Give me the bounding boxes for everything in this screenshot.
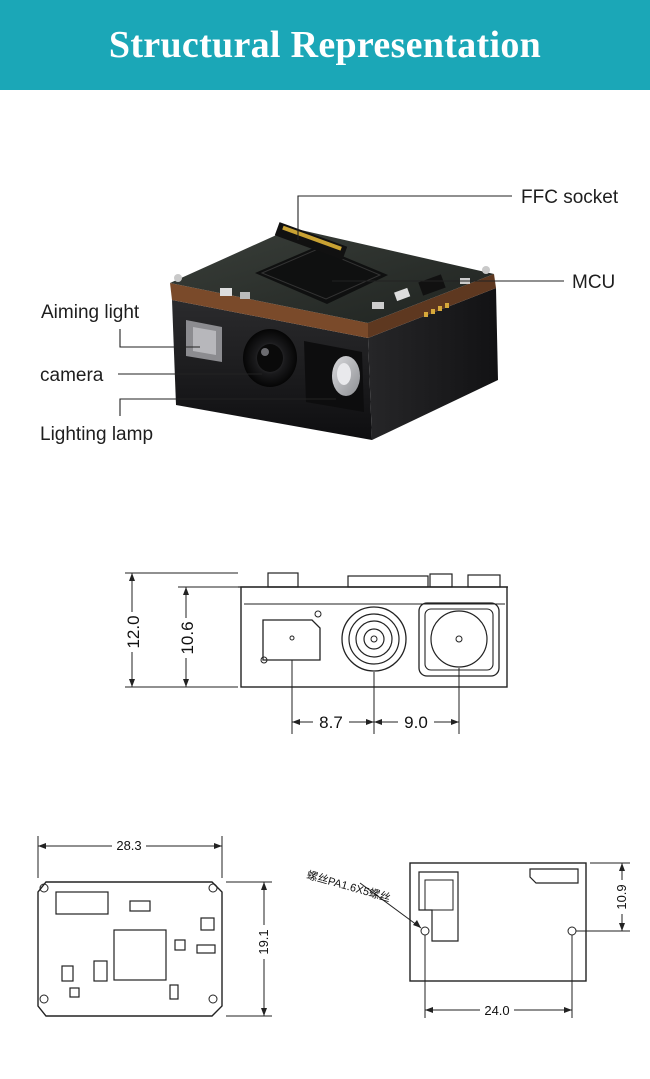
product-photo — [170, 222, 498, 440]
dim-bottom-height: 10.9 — [614, 884, 629, 909]
bottom-view-drawing — [359, 862, 630, 1019]
header-banner: Structural Representation — [0, 0, 650, 90]
dim-camera-to-lamp: 9.0 — [404, 713, 428, 732]
dim-total-height: 12.0 — [124, 615, 143, 648]
dim-body-height: 10.6 — [178, 621, 197, 654]
page-title: Structural Representation — [108, 24, 542, 66]
label-aiming-light: Aiming light — [41, 302, 140, 323]
label-mcu: MCU — [572, 272, 615, 293]
dim-aim-to-camera: 8.7 — [319, 713, 343, 732]
callout-lines — [118, 195, 564, 416]
dim-hole-spacing: 24.0 — [484, 1003, 509, 1018]
label-lighting-lamp: Lighting lamp — [40, 424, 153, 445]
pcb-edge — [170, 283, 368, 338]
top-view-drawing — [37, 836, 272, 1017]
module-side-face — [368, 288, 498, 440]
label-camera: camera — [40, 365, 104, 386]
screw-spec-label: 螺丝PA1.6X5螺丝 — [305, 868, 392, 904]
dim-width: 28.3 — [116, 838, 141, 853]
front-view-drawing — [124, 572, 508, 734]
label-ffc-socket: FFC socket — [521, 187, 619, 208]
dim-depth: 19.1 — [256, 929, 271, 954]
mcu-chip — [255, 246, 388, 304]
